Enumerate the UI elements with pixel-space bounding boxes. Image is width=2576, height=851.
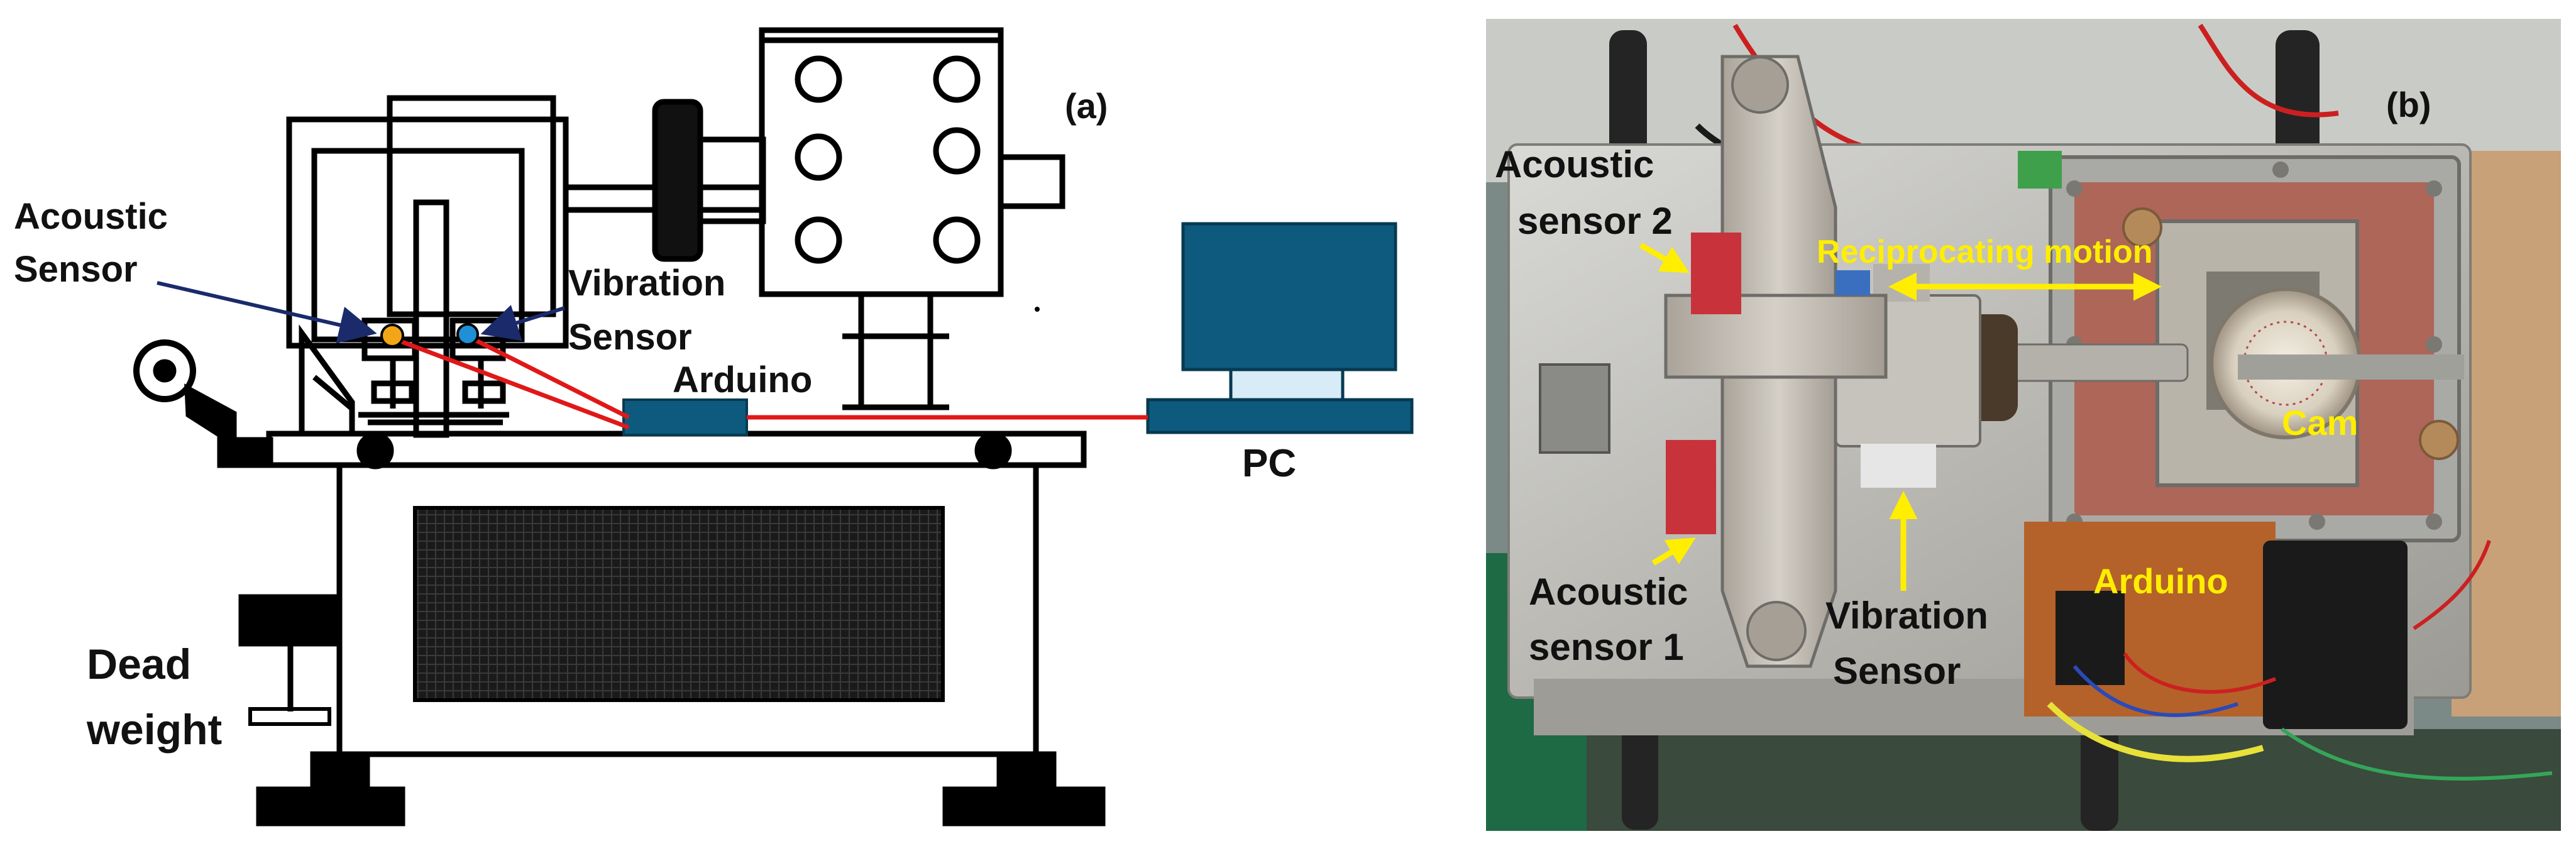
motor-hole bbox=[933, 55, 981, 103]
dead-weight-block bbox=[238, 594, 343, 647]
vibration-sensor-label: Sensor bbox=[568, 317, 692, 358]
foot bbox=[942, 786, 1106, 826]
motor-stand bbox=[858, 291, 933, 410]
foot bbox=[310, 751, 370, 795]
acoustic-sensor-1-label: sensor 1 bbox=[1529, 626, 1684, 668]
dead-weight-label: weight bbox=[86, 706, 222, 754]
flywheel bbox=[652, 99, 703, 262]
pc-monitor bbox=[1181, 222, 1397, 371]
pc-stand bbox=[1229, 368, 1345, 402]
vibration-pointer bbox=[480, 305, 565, 341]
acoustic-sensor-dot bbox=[380, 324, 404, 348]
photo-arduino bbox=[2056, 591, 2125, 685]
acoustic-pointer bbox=[157, 281, 377, 344]
arduino-board bbox=[622, 398, 748, 436]
load-frame-back bbox=[387, 95, 556, 317]
foot bbox=[256, 786, 405, 826]
pc-label: PC bbox=[1242, 442, 1296, 485]
lever-pivot bbox=[133, 339, 196, 402]
panel-a-tag: (a) bbox=[1065, 86, 1108, 126]
acoustic-sensor-2-label: Acoustic bbox=[1495, 143, 1654, 185]
acoustic-sensor-label: Acoustic bbox=[14, 196, 168, 237]
roller bbox=[974, 432, 1012, 469]
dead-weight-plate bbox=[248, 707, 331, 726]
motor-hole bbox=[795, 55, 842, 103]
panel-b-tag: (b) bbox=[2386, 85, 2431, 124]
vibration-sensor-label-b: Sensor bbox=[1833, 650, 1961, 692]
arduino-label: Arduino bbox=[673, 360, 812, 400]
signal-wires bbox=[391, 336, 1148, 430]
acoustic-sensor-2-label: sensor 2 bbox=[1517, 200, 1673, 242]
panel-b-arrows bbox=[1639, 243, 2162, 591]
panel-b-photo bbox=[1486, 19, 2561, 831]
acoustic1-arrow bbox=[1651, 537, 1696, 566]
motor-hole bbox=[795, 216, 842, 264]
motor-shaft-stub bbox=[998, 154, 1065, 209]
acoustic2-arrow bbox=[1639, 243, 1690, 273]
vibration-sensor-dot bbox=[456, 323, 479, 346]
foot bbox=[996, 751, 1057, 795]
pc-base bbox=[1146, 398, 1414, 434]
motor-hole bbox=[795, 133, 842, 181]
load-frame bbox=[286, 116, 569, 349]
panel-a-schematic bbox=[133, 27, 1106, 826]
vibration-sensor-label-b: Vibration bbox=[1825, 595, 1988, 637]
acoustic-sensor-label: Sensor bbox=[14, 249, 138, 290]
vibration-sensor-label: Vibration bbox=[568, 263, 725, 304]
motor-hole bbox=[933, 216, 981, 264]
roller bbox=[356, 432, 394, 469]
lever-arm bbox=[184, 383, 273, 468]
dead-weight-label: Dead bbox=[87, 640, 191, 688]
vibration-sensor-block bbox=[1861, 444, 1936, 488]
cam-label: Cam bbox=[2282, 403, 2358, 442]
acoustic-sensor-1-board bbox=[1666, 440, 1716, 534]
pin-holder bbox=[413, 199, 449, 438]
arduino-label-b: Arduino bbox=[2093, 561, 2228, 601]
reciprocating-label: Reciprocating motion bbox=[1817, 234, 2152, 270]
acoustic-sensor-1-label: Acoustic bbox=[1529, 571, 1688, 613]
acoustic-sensor-2-board bbox=[1691, 233, 1741, 314]
battery-pack bbox=[2263, 541, 2408, 729]
mesh-panel bbox=[413, 506, 945, 702]
motor-hole bbox=[933, 127, 981, 175]
pc-icon bbox=[1146, 222, 1414, 434]
